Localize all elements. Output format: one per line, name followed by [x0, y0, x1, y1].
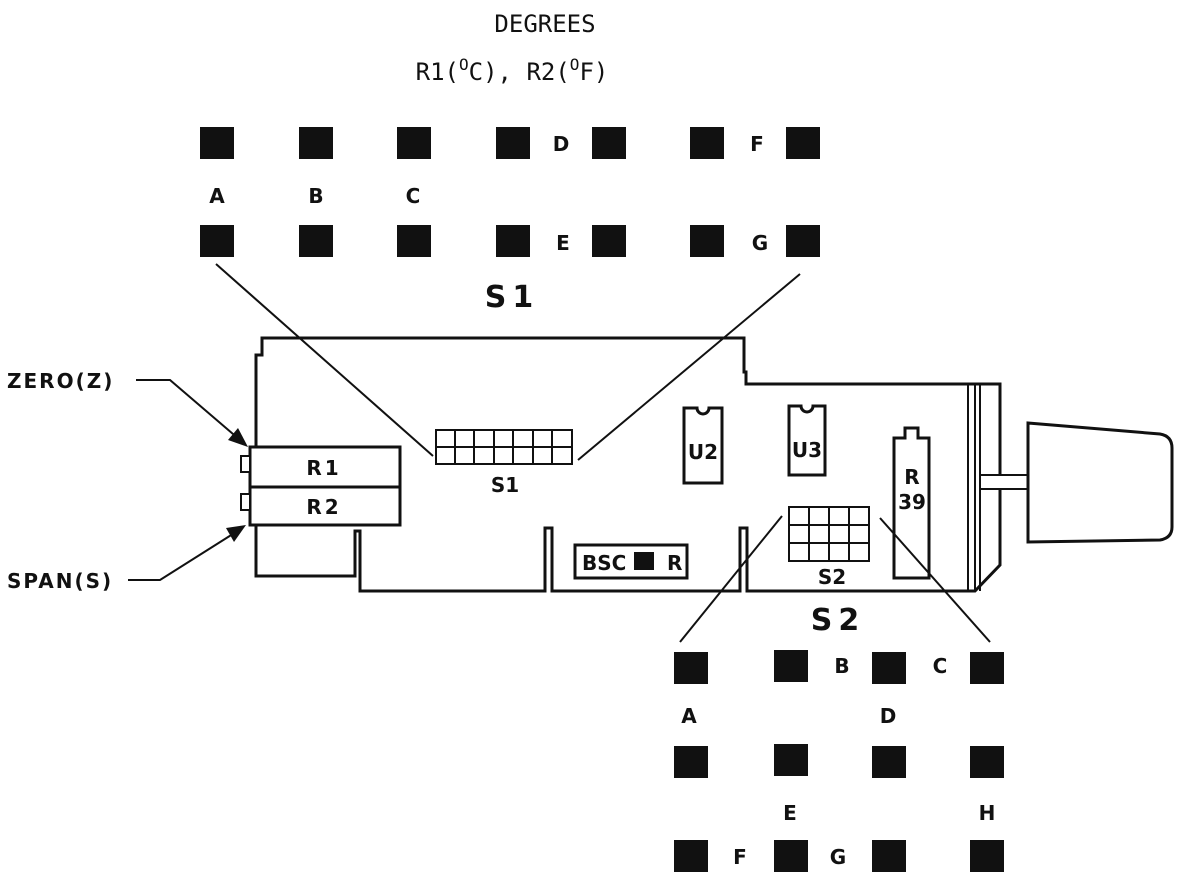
s1-label-f: F — [750, 132, 764, 156]
u2-label: U2 — [688, 440, 718, 464]
s1-bottom-row — [200, 225, 820, 257]
degrees-subtitle: R1(OC), R2(OF) — [416, 55, 609, 86]
s2-pad-f-left — [674, 840, 708, 872]
s1-leader-left — [215, 263, 434, 457]
s2-pad-d-bottom — [872, 746, 906, 778]
r2-label: R2 — [306, 495, 341, 519]
s2-row-2 — [674, 744, 1004, 778]
r2-adjust-tab — [240, 493, 251, 511]
span-label: SPAN(S) — [7, 569, 113, 593]
s1-pad-g-left — [690, 225, 724, 257]
r1-label: R1 — [306, 456, 341, 480]
u3-label: U3 — [792, 438, 822, 462]
s2-letters: A B C D E F G H — [681, 654, 995, 869]
s2-pad-h-top — [970, 746, 1004, 778]
s2-leader-right — [879, 517, 991, 643]
r39-label-bottom: 39 — [898, 490, 926, 514]
knob-body — [1026, 421, 1174, 544]
s2-label-d: D — [880, 704, 897, 728]
s1-pad-g-right — [786, 225, 820, 257]
s1-pad-a-bottom — [200, 225, 234, 257]
s1-label-d: D — [553, 132, 570, 156]
span-callout: SPAN(S) — [7, 525, 246, 593]
s2-label-f: F — [733, 845, 747, 869]
s1-title: S1 — [485, 280, 539, 315]
s1-pad-d-right-top — [592, 127, 626, 159]
s1-leader-right — [577, 273, 801, 461]
bsc-jumper: BSC R — [573, 543, 689, 580]
s2-pad-g-right — [872, 840, 906, 872]
r39-label-top: R — [904, 465, 919, 489]
s2-row-1 — [674, 650, 1004, 684]
r39-body — [892, 426, 931, 580]
s1-pad-f-left — [690, 127, 724, 159]
s2-pad-b-left — [774, 650, 808, 682]
r39-component: R 39 — [892, 426, 931, 580]
s1-pad-f-right — [786, 127, 820, 159]
u3-chip: U3 — [787, 404, 827, 477]
s2-board-label: S2 — [818, 565, 846, 589]
s2-label-c: C — [933, 654, 948, 678]
s2-pad-c-right — [970, 652, 1004, 684]
s2-dip-block: S2 — [788, 506, 870, 589]
s2-pad-a-top — [674, 652, 708, 684]
s1-pad-c-top — [397, 127, 431, 159]
r2-pot: R2 — [240, 485, 402, 527]
s2-label-a: A — [681, 704, 697, 728]
r1-adjust-tab — [240, 455, 251, 473]
s1-pad-d-left-top — [496, 127, 530, 159]
knob — [979, 421, 1174, 544]
u2-body — [682, 406, 724, 485]
bsc-r-label: R — [667, 551, 682, 575]
s2-label-e: E — [783, 801, 797, 825]
s1-letters: A B C D E F G — [209, 132, 768, 255]
s1-board-label: S1 — [491, 473, 519, 497]
s1-pad-e-left — [496, 225, 530, 257]
s1-label-e: E — [556, 231, 570, 255]
s2-leader-left — [679, 515, 783, 643]
zero-arrowhead — [228, 428, 248, 447]
s1-pad-b-bottom — [299, 225, 333, 257]
s2-row-3 — [674, 840, 1004, 872]
s1-pad-b-top — [299, 127, 333, 159]
r1-body — [248, 445, 402, 489]
s1-label-b: B — [308, 184, 323, 208]
s2-pad-g-left — [774, 840, 808, 872]
u2-chip: U2 — [682, 406, 724, 485]
s2-label-g: G — [830, 845, 846, 869]
s1-pad-a-top — [200, 127, 234, 159]
s2-pad-b-right — [872, 652, 906, 684]
r1-pot: R1 — [240, 445, 402, 489]
span-leader — [128, 531, 237, 581]
zero-leader — [136, 379, 241, 441]
s2-pad-e-top — [774, 744, 808, 776]
s1-dip-block: S1 — [435, 429, 573, 497]
circuit-board-outline — [254, 336, 1002, 593]
s2-label-h: H — [979, 801, 996, 825]
u3-body — [787, 404, 827, 477]
s1-label-g: G — [752, 231, 768, 255]
s1-pad-e-right — [592, 225, 626, 257]
s2-pad-h-bottom — [970, 840, 1004, 872]
degrees-title: DEGREES — [494, 10, 595, 38]
s1-label-c: C — [406, 184, 421, 208]
s1-pad-c-bottom — [397, 225, 431, 257]
bsc-label: BSC — [582, 551, 626, 575]
s1-top-row — [200, 127, 820, 159]
s2-title: S2 — [811, 603, 865, 638]
s2-pad-a-bottom — [674, 746, 708, 778]
zero-callout: ZERO(Z) — [7, 369, 248, 447]
s1-label-a: A — [209, 184, 225, 208]
span-arrowhead — [226, 525, 246, 542]
bsc-jumper-block — [634, 552, 654, 570]
s2-label-b: B — [834, 654, 849, 678]
zero-label: ZERO(Z) — [7, 369, 114, 393]
bsc-outline — [573, 543, 689, 580]
knob-shaft — [979, 474, 1029, 490]
